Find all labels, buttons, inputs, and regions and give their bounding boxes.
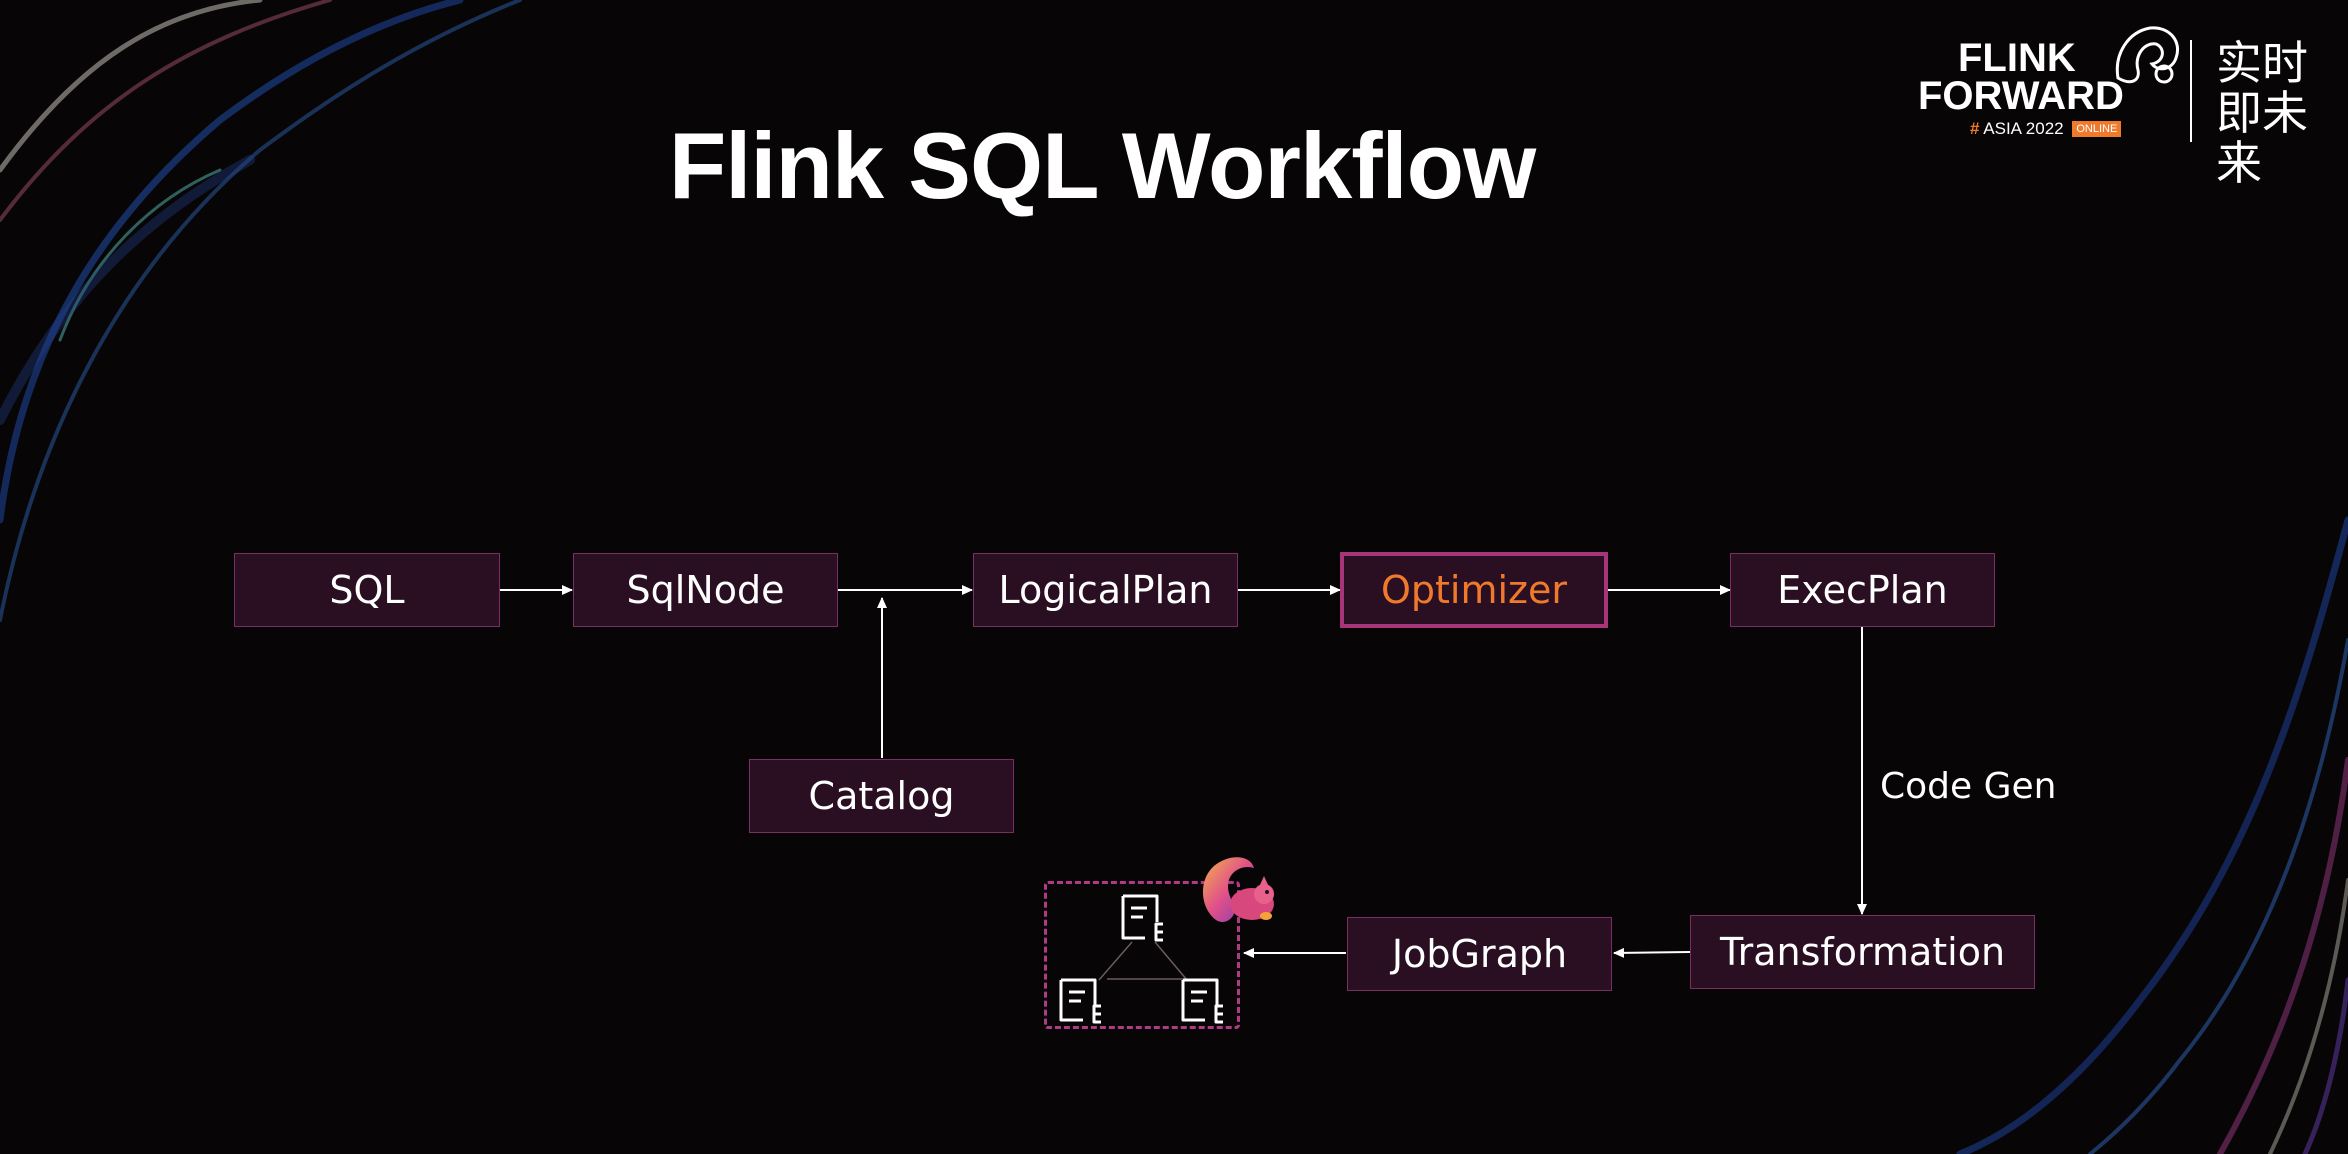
node-jobgraph-label: JobGraph <box>1391 932 1568 976</box>
node-catalog: Catalog <box>749 759 1014 833</box>
squirrel-mascot-icon <box>1202 857 1274 922</box>
logo-flink-text: FLINK <box>1958 36 2076 80</box>
squirrel-logo-icon <box>2115 26 2179 84</box>
arrow-transformation-to-jobgraph <box>1613 947 1691 958</box>
logo-online-badge: ONLINE <box>2072 121 2122 137</box>
logo-hash: # <box>1970 119 1980 138</box>
node-optimizer: Optimizer <box>1340 552 1608 628</box>
node-transformation: Transformation <box>1690 915 2035 989</box>
logo-divider <box>2190 40 2192 142</box>
task-graph-icons <box>1059 894 1223 1024</box>
node-logicalplan-label: LogicalPlan <box>998 568 1213 612</box>
node-logicalplan: LogicalPlan <box>973 553 1238 627</box>
logo-forward-text: FORWARD <box>1918 74 2124 118</box>
node-execplan-label: ExecPlan <box>1777 568 1948 612</box>
node-optimizer-label: Optimizer <box>1380 568 1567 612</box>
node-sqlnode-label: SqlNode <box>626 568 785 612</box>
logo-event-line: # ASIA 2022 ONLINE <box>1970 118 2122 140</box>
node-jobgraph: JobGraph <box>1347 917 1612 991</box>
node-sql: SQL <box>234 553 500 627</box>
task-document-icon <box>1059 978 1101 1024</box>
node-transformation-label: Transformation <box>1719 930 2006 974</box>
flink-forward-logo: FLINK FORWARD # ASIA 2022 ONLINE 实时即未来 <box>1918 18 2318 188</box>
task-document-icon <box>1121 894 1163 942</box>
label-code-gen: Code Gen <box>1880 766 2057 807</box>
slide-title: Flink SQL Workflow <box>668 113 1536 218</box>
logo-event-text: ASIA 2022 <box>1983 119 2064 138</box>
node-sql-label: SQL <box>329 568 405 612</box>
job-graph-diagram <box>1044 881 1240 1029</box>
node-sqlnode: SqlNode <box>573 553 838 627</box>
node-execplan: ExecPlan <box>1730 553 1995 627</box>
task-document-icon <box>1181 978 1223 1024</box>
node-catalog-label: Catalog <box>808 774 955 818</box>
logo-slogan: 实时即未来 <box>2216 36 2308 190</box>
